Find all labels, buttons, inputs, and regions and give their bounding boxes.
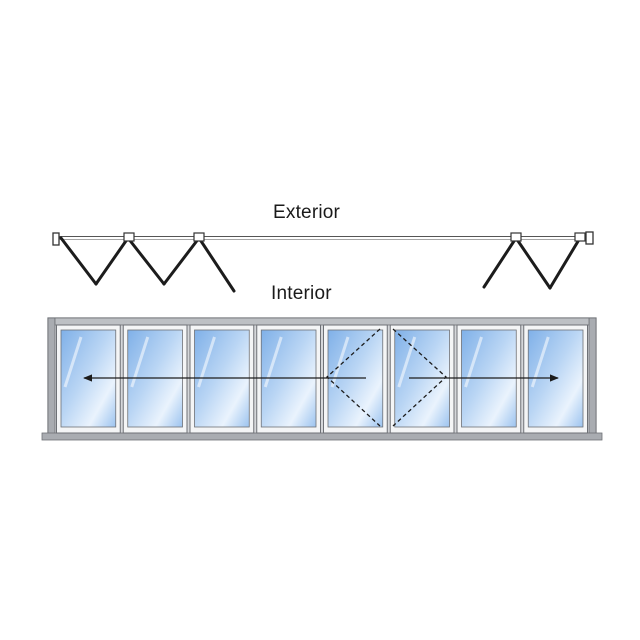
right-fold-hinges [510,232,586,242]
left-post [47,317,56,437]
exterior-label: Exterior [273,202,341,223]
door-panel-3 [189,324,255,434]
plan-view [52,231,594,293]
door-panels [56,324,588,434]
door-panel-7 [456,324,522,434]
right-jamb [585,231,594,245]
right-fold-stack [482,236,582,290]
door-panel-4 [256,324,321,434]
door-panel-1 [56,324,121,434]
elevation-view [41,317,603,441]
swing-indicator-panel-5 [326,328,381,427]
door-panel-2 [122,324,188,434]
head-rail [54,317,590,326]
sill [41,432,603,441]
left-fold-hinges [123,232,205,242]
swing-indicators [326,328,447,427]
right-post [588,317,597,437]
left-jamb [52,232,60,246]
door-panel-6 [389,324,455,434]
door-panel-5 [323,324,388,434]
interior-label: Interior [271,283,332,304]
swing-indicator-panel-6 [392,328,447,427]
left-fold-stack [59,236,236,293]
door-panel-8 [523,324,588,434]
